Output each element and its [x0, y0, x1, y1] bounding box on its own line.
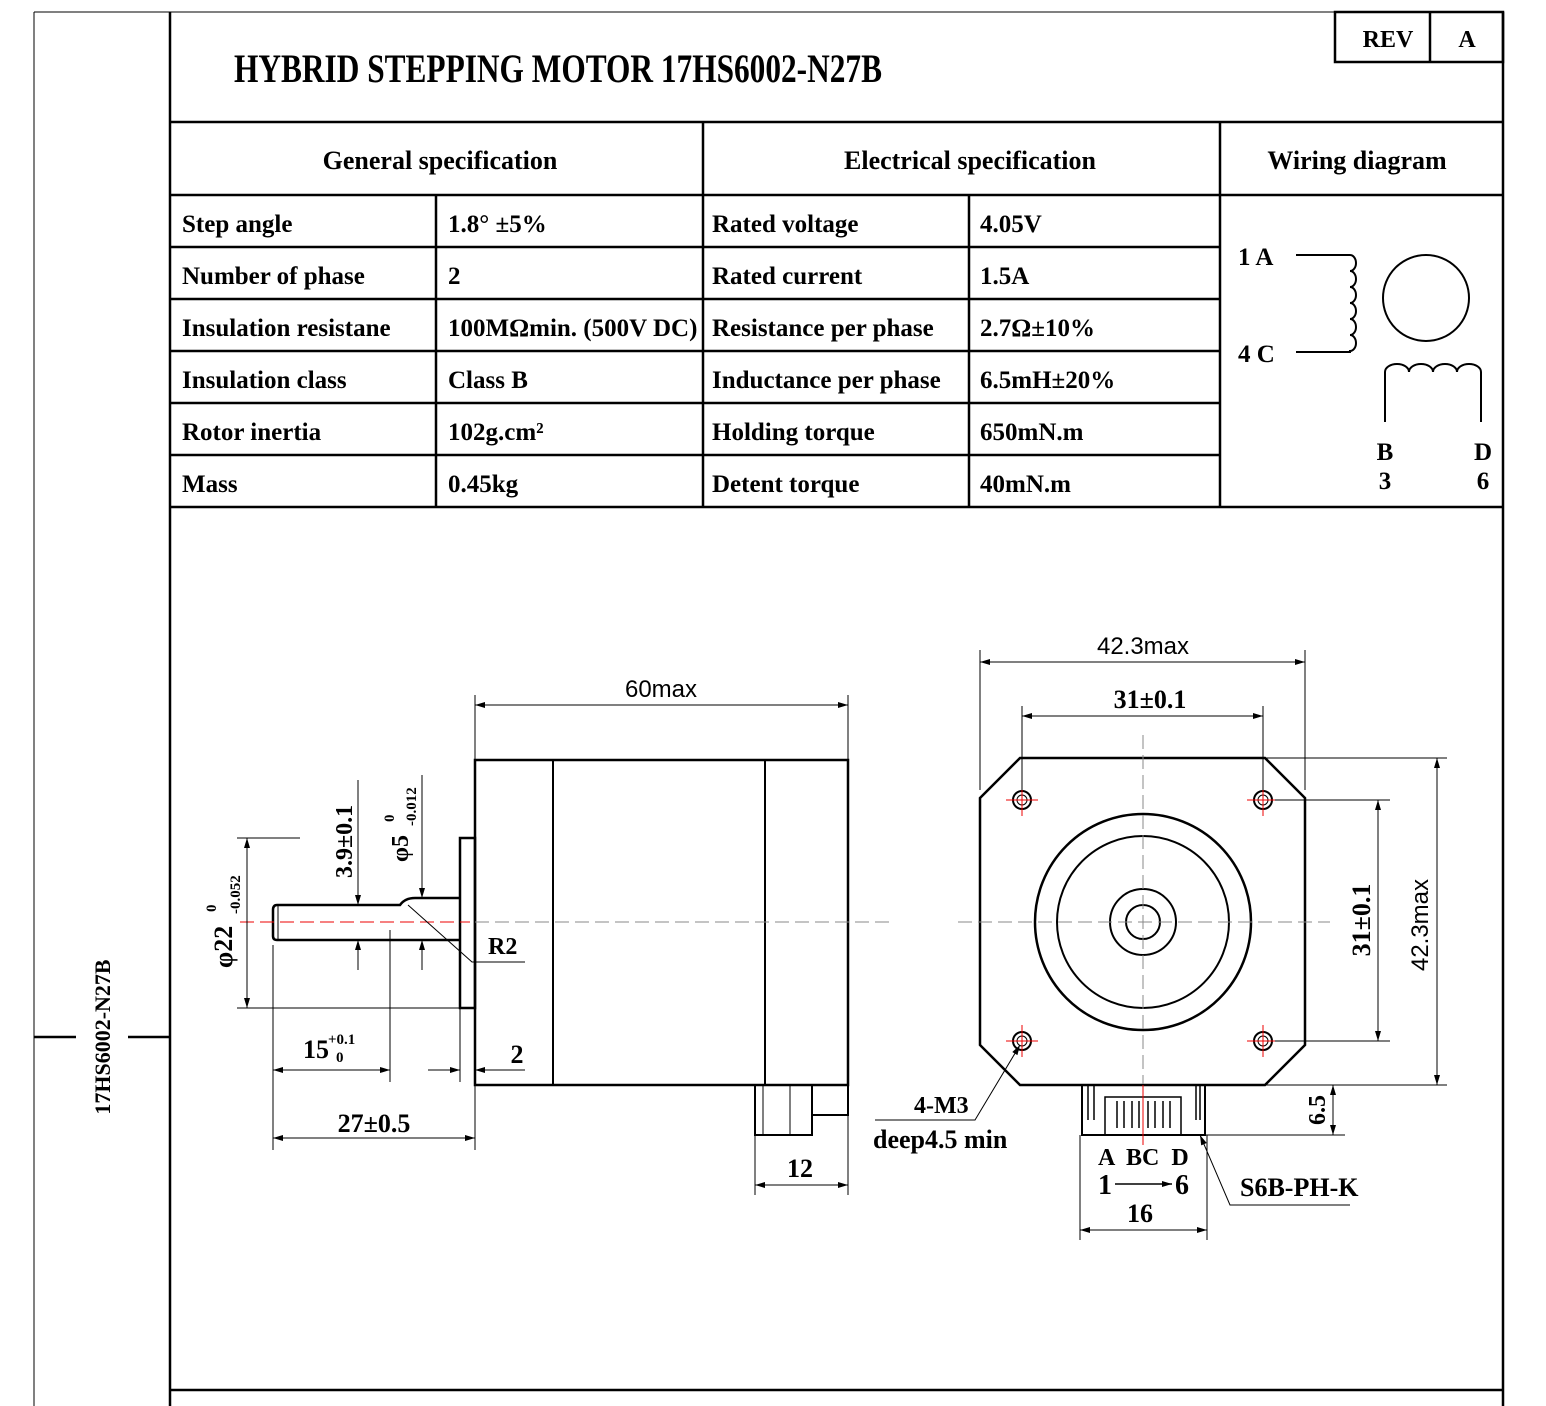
dim-flange-dia-value: φ22	[209, 926, 238, 968]
spec-value: 6.5mH±20%	[980, 367, 1115, 394]
connector-pin-first: 1	[1098, 1170, 1112, 1201]
dim-flange-diameter: φ22 0 -0.052	[204, 875, 244, 968]
header-general-spec: General specification	[323, 146, 558, 175]
dim-width-side: 42.3max	[1407, 879, 1434, 971]
rev-label: REV	[1363, 27, 1414, 53]
dim-flat-tol-upper: +0.1	[328, 1032, 355, 1048]
sheet-frame	[33, 11, 1505, 1406]
spec-value: 2	[448, 263, 461, 290]
spec-name: Detent torque	[712, 471, 859, 498]
front-view-dimensions	[875, 650, 1447, 1240]
rev-value: A	[1458, 27, 1476, 53]
connector-side	[754, 1084, 813, 1136]
dim-flat-length: 15 +0.1 0	[303, 1032, 355, 1066]
motor-side-view	[240, 758, 895, 1136]
dim-hole-spacing-side: 31±0.1	[1347, 884, 1376, 957]
dim-holes: 4-M3	[914, 1093, 969, 1119]
dim-hole-depth: deep4.5 min	[873, 1125, 1008, 1154]
dim-width-top: 42.3max	[1097, 633, 1189, 660]
motor-front-view	[958, 735, 1330, 1145]
header-wiring-diagram: Wiring diagram	[1267, 146, 1447, 175]
dim-hole-spacing-top: 31±0.1	[1114, 685, 1187, 714]
electrical-spec-rows: Rated voltage 4.05V Rated current 1.5A R…	[712, 211, 1115, 498]
mounting-hole-icon	[1247, 1025, 1279, 1057]
dim-shaft-length: 27±0.5	[338, 1109, 411, 1138]
page-title: HYBRID STEPPING MOTOR 17HS6002-N27B	[234, 46, 882, 91]
spec-value: 650mN.m	[980, 419, 1084, 446]
spec-name: Step angle	[182, 211, 292, 238]
spec-name: Rotor inertia	[182, 419, 322, 446]
spec-value: 4.05V	[980, 211, 1042, 238]
spec-value: 0.45kg	[448, 471, 519, 498]
dim-shaft-dia-value: φ5	[388, 835, 414, 862]
spec-value: Class B	[448, 367, 528, 394]
spec-name: Holding torque	[712, 419, 875, 446]
mounting-hole-icon	[1006, 1025, 1038, 1057]
dim-shaft-tol-lower: -0.012	[404, 787, 420, 826]
rotor-icon	[1382, 254, 1470, 342]
dim-connector-width: 16	[1127, 1199, 1153, 1228]
wire-num-b: 3	[1379, 468, 1392, 495]
spec-value: 1.5A	[980, 263, 1029, 290]
spec-value: 102g.cm²	[448, 419, 544, 446]
spec-value: 100MΩmin. (500V DC)	[448, 315, 697, 342]
flange-boss	[458, 836, 477, 1010]
dim-flange-tol-upper: 0	[204, 905, 220, 913]
spec-value: 2.7Ω±10%	[980, 315, 1095, 342]
dim-flat: 3.9±0.1	[332, 805, 358, 878]
connector-part-number: S6B-PH-K	[1240, 1173, 1359, 1202]
dim-flange-tol-lower: -0.052	[228, 875, 244, 914]
dim-connector-offset: 12	[787, 1154, 813, 1183]
shaft	[271, 896, 460, 942]
spec-name: Rated voltage	[712, 211, 859, 238]
rev-box	[1333, 10, 1505, 64]
dim-flat-tol-lower: 0	[336, 1050, 344, 1066]
spec-name: Inductance per phase	[712, 367, 941, 394]
spec-name: Mass	[182, 471, 238, 498]
spec-value: 40mN.m	[980, 471, 1071, 498]
connector-pin-last: 6	[1175, 1170, 1189, 1201]
spec-name: Insulation resistane	[182, 315, 391, 342]
spec-name: Number of phase	[182, 263, 365, 290]
wiring-diagram	[1296, 254, 1482, 422]
spec-table-grid	[170, 120, 1503, 509]
dim-flat-length-value: 15	[303, 1035, 329, 1064]
wire-label-b: B	[1377, 439, 1394, 466]
wire-label-c: 4 C	[1238, 341, 1275, 368]
side-model-label: 17HS6002-N27B	[90, 959, 115, 1115]
wire-label-a: 1 A	[1238, 244, 1273, 271]
dim-length: 60max	[625, 676, 697, 703]
wire-num-d: 6	[1477, 468, 1490, 495]
spec-name: Rated current	[712, 263, 863, 290]
spec-name: Insulation class	[182, 367, 347, 394]
dim-radius: R2	[488, 934, 517, 960]
dim-connector-height: 6.5	[1305, 1095, 1331, 1125]
spec-name: Resistance per phase	[712, 315, 934, 342]
dim-boss-height: 2	[511, 1040, 524, 1069]
phase-ac-coil-icon	[1296, 254, 1357, 353]
connector-front	[1081, 1084, 1206, 1145]
connector-pin-labels: A BC D	[1098, 1145, 1189, 1171]
dim-shaft-tol-upper: 0	[382, 815, 398, 823]
spec-value: 1.8° ±5%	[448, 211, 547, 238]
side-view-dimensions	[237, 695, 849, 1195]
general-spec-rows: Step angle 1.8° ±5% Number of phase 2 In…	[182, 211, 697, 498]
phase-bd-coil-icon	[1384, 363, 1482, 422]
dim-shaft-diameter: φ5 0 -0.012	[382, 787, 420, 862]
header-electrical-spec: Electrical specification	[844, 146, 1097, 175]
wire-label-d: D	[1474, 439, 1492, 466]
